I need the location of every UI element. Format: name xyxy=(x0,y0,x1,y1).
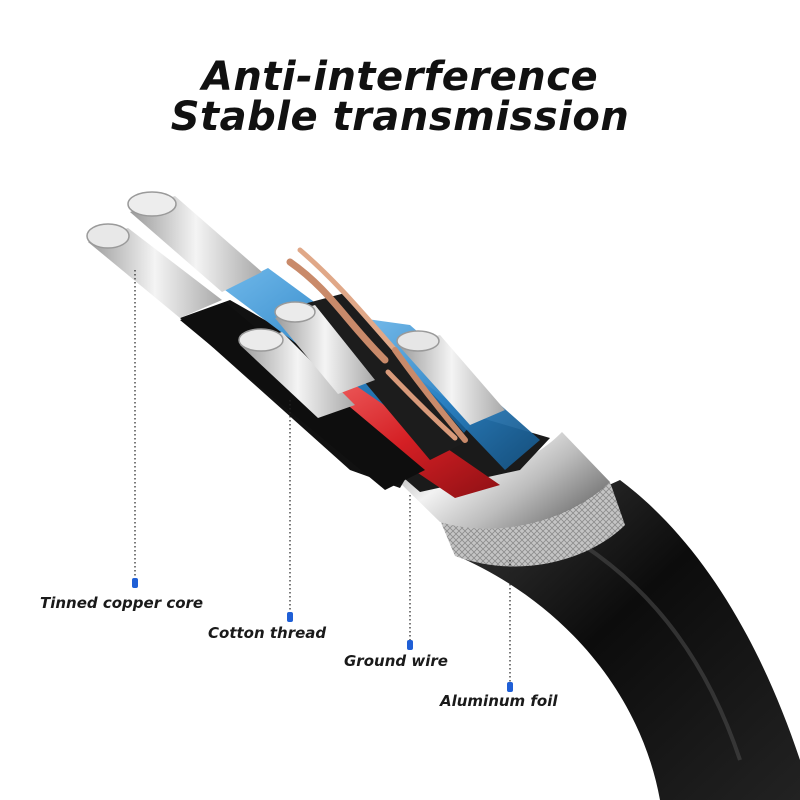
callout-aluminum-foil: Aluminum foil xyxy=(440,692,558,710)
callout-cotton-thread: Cotton thread xyxy=(208,624,327,642)
headline-line-2: Stable transmission xyxy=(170,94,630,140)
red-insulation xyxy=(310,385,500,498)
marker-dot-thread xyxy=(287,612,293,622)
marker-dot-ground xyxy=(407,640,413,650)
tinned-copper-cores xyxy=(86,191,505,425)
callout-tinned-copper-core: Tinned copper core xyxy=(40,594,204,612)
marker-dot-core xyxy=(132,578,138,588)
callout-ground-wire: Ground wire xyxy=(344,652,448,670)
marker-dot-foil xyxy=(507,682,513,692)
headline-line-1: Anti-interference xyxy=(201,54,599,100)
braided-shield xyxy=(440,482,625,567)
aluminum-foil-band xyxy=(395,432,610,529)
leader-lines xyxy=(134,270,511,682)
copper-ground-strands xyxy=(286,247,468,443)
